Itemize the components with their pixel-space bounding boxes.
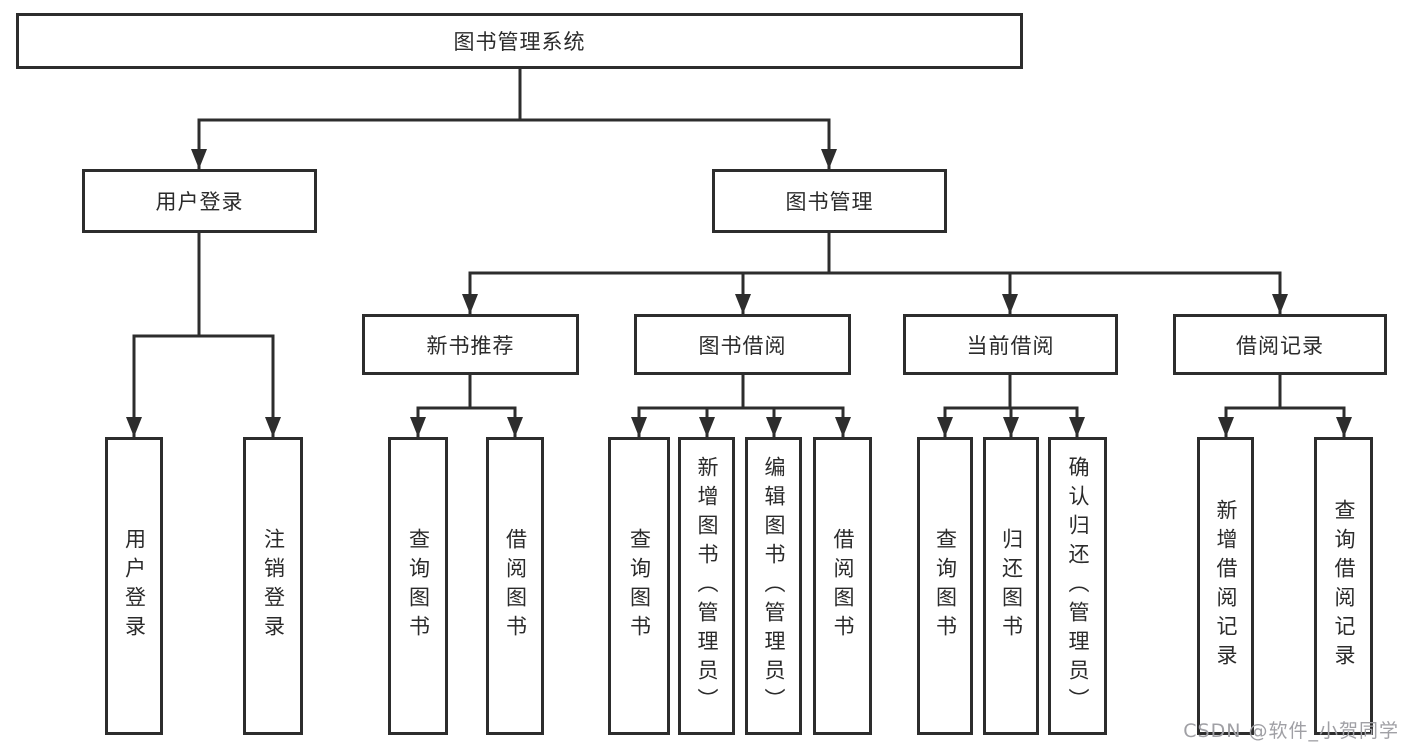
node-user-login-label: 用户登录 — [155, 190, 244, 214]
leaf-add-borrow-record: 新增借阅记录 — [1197, 437, 1254, 735]
node-new-book-recommend: 新书推荐 — [362, 314, 579, 375]
leaf-confirm-return-admin-label: 确认归还（管理员） — [1066, 455, 1090, 717]
leaf-add-books-admin-label: 新增图书（管理员） — [695, 455, 719, 717]
leaf-borrow-books-recommend: 借阅图书 — [486, 437, 544, 735]
leaf-borrow-books: 借阅图书 — [813, 437, 872, 735]
leaf-query-books-current: 查询图书 — [917, 437, 973, 735]
connector-root-to-level2 — [191, 65, 837, 170]
node-borrow-records: 借阅记录 — [1173, 314, 1387, 375]
leaf-query-books-borrow-label: 查询图书 — [627, 528, 652, 644]
node-book-borrow: 图书借阅 — [634, 314, 851, 375]
connector-book-management-to-level3 — [462, 229, 1288, 315]
leaf-query-books-current-label: 查询图书 — [933, 528, 958, 644]
node-book-borrow-label: 图书借阅 — [698, 333, 787, 358]
leaf-return-books: 归还图书 — [983, 437, 1039, 735]
connector-current-borrow-to-leaves — [937, 371, 1085, 438]
node-current-borrow-label: 当前借阅 — [966, 333, 1055, 358]
connector-borrow-records-to-leaves — [1218, 371, 1352, 438]
node-book-management-label: 图书管理 — [785, 190, 874, 214]
connector-new-book-recommend-to-leaves — [410, 371, 523, 438]
leaf-edit-books-admin-label: 编辑图书（管理员） — [762, 455, 786, 717]
node-root: 图书管理系统 — [16, 13, 1023, 69]
node-user-login: 用户登录 — [82, 169, 317, 233]
leaf-user-login-label: 用户登录 — [122, 528, 147, 644]
node-book-management: 图书管理 — [712, 169, 947, 233]
leaf-borrow-books-recommend-label: 借阅图书 — [503, 528, 528, 644]
leaf-query-books-borrow: 查询图书 — [608, 437, 670, 735]
leaf-add-books-admin: 新增图书（管理员） — [678, 437, 735, 735]
leaf-add-borrow-record-label: 新增借阅记录 — [1214, 499, 1238, 673]
leaf-query-books-recommend-label: 查询图书 — [406, 528, 431, 644]
leaf-logout-label: 注销登录 — [261, 528, 286, 644]
leaf-query-borrow-record: 查询借阅记录 — [1314, 437, 1373, 735]
leaf-return-books-label: 归还图书 — [999, 528, 1024, 644]
node-current-borrow: 当前借阅 — [903, 314, 1118, 375]
connector-book-borrow-to-leaves — [631, 371, 851, 438]
leaf-edit-books-admin: 编辑图书（管理员） — [745, 437, 802, 735]
leaf-user-login: 用户登录 — [105, 437, 163, 735]
node-root-label: 图书管理系统 — [453, 30, 586, 54]
leaf-query-borrow-record-label: 查询借阅记录 — [1332, 499, 1356, 673]
leaf-confirm-return-admin: 确认归还（管理员） — [1048, 437, 1107, 735]
node-new-book-recommend-label: 新书推荐 — [426, 333, 515, 358]
leaf-logout: 注销登录 — [243, 437, 303, 735]
leaf-query-books-recommend: 查询图书 — [388, 437, 448, 735]
watermark: CSDN @软件_小贺同学 — [1183, 720, 1399, 742]
node-borrow-records-label: 借阅记录 — [1236, 333, 1324, 358]
leaf-borrow-books-label: 借阅图书 — [831, 528, 855, 644]
connector-user-login-to-leaves — [126, 229, 281, 438]
